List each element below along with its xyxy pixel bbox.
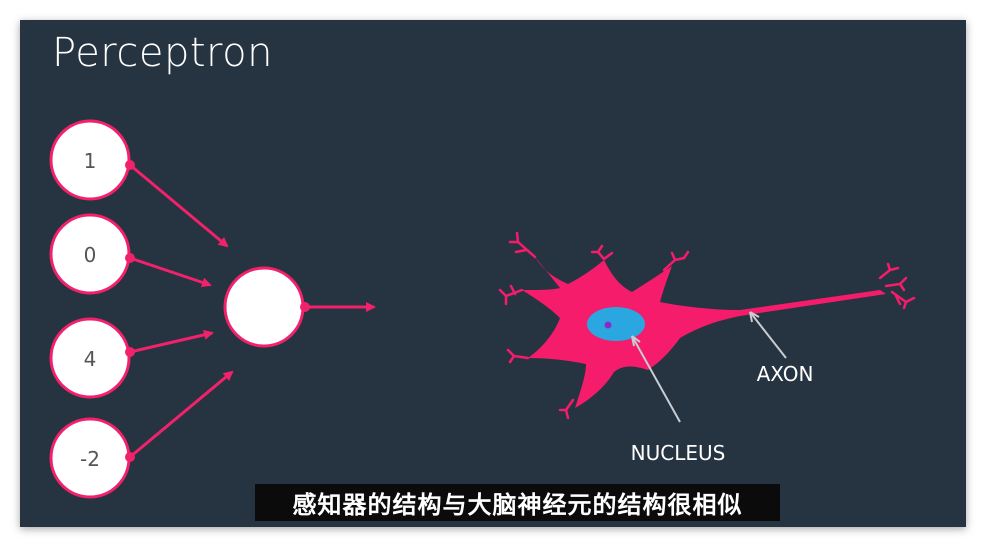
neuron-body — [522, 257, 886, 408]
arrow-input-3 — [129, 329, 214, 354]
nucleolus-shape — [604, 321, 612, 329]
input-node-3-label: 4 — [84, 347, 97, 371]
neuron-illustration — [498, 231, 916, 420]
input-arrows — [129, 163, 376, 459]
arrow-input-2 — [129, 256, 212, 288]
input-node-1-label: 1 — [84, 149, 97, 173]
input-node-2: 0 — [49, 213, 135, 295]
dendrites — [498, 231, 916, 420]
slide: Perceptron 1 0 4 — [20, 20, 966, 527]
input-node-2-label: 0 — [84, 243, 97, 267]
slide-title: Perceptron — [52, 30, 273, 76]
perceptron-diagram: 1 0 4 -2 — [49, 119, 916, 499]
input-node-4-label: -2 — [80, 447, 100, 471]
nucleus-pointer — [631, 335, 681, 423]
perceptron-node — [223, 266, 310, 348]
nucleus-label: NUCLEUS — [631, 441, 726, 465]
input-node-3: 4 — [49, 317, 135, 399]
input-node-4: -2 — [49, 417, 135, 499]
arrow-input-1 — [129, 163, 229, 248]
input-node-1: 1 — [49, 119, 135, 201]
label-pointers — [631, 311, 787, 423]
subtitle-caption: 感知器的结构与大脑神经元的结构很相似 — [255, 484, 780, 521]
axon-pointer — [749, 311, 787, 359]
axon-label: AXON — [757, 362, 814, 386]
nucleus-shape — [587, 307, 645, 341]
arrow-input-4 — [129, 370, 234, 459]
